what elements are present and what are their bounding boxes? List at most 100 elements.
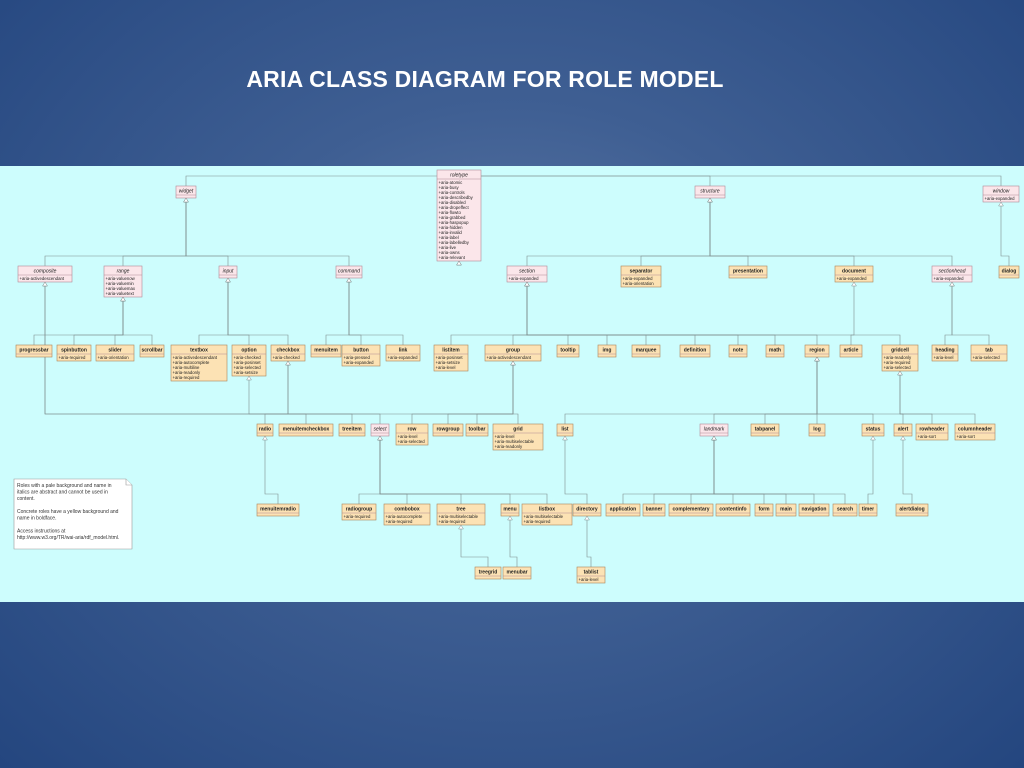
role-attribute: +aria-required	[524, 519, 551, 524]
edge-directory	[564, 439, 588, 504]
role-command: command	[335, 265, 363, 279]
role-name: roletype	[450, 173, 468, 179]
role-attribute: +aria-expanded	[934, 276, 965, 281]
role-roletype: roletype+aria-atomic+aria-busy+aria-cont…	[436, 169, 482, 262]
role-attribute: +aria-expanded	[509, 276, 540, 281]
role-name: region	[809, 348, 824, 354]
role-box	[436, 503, 486, 526]
role-name: directory	[576, 507, 598, 513]
note-line: content.	[17, 496, 35, 502]
role-box	[915, 423, 949, 441]
edge-article	[850, 285, 855, 345]
role-attribute: +aria-hidden	[439, 225, 464, 230]
role-progressbar: progressbar	[15, 344, 53, 358]
role-gridcell: gridcell+aria-readonly+aria-required+ari…	[881, 344, 919, 372]
arrowhead-menuitemcheckbox	[285, 360, 291, 366]
role-article: article	[839, 344, 863, 358]
role-box	[341, 503, 377, 521]
edge-toolbar	[476, 364, 514, 424]
slide-title: ARIA CLASS DIAGRAM FOR ROLE MODEL	[246, 66, 724, 92]
role-dialog: dialog	[998, 265, 1020, 279]
arrowhead-columnheader	[897, 370, 903, 376]
role-name: list	[561, 427, 569, 433]
role-box	[231, 344, 267, 377]
role-attribute: +aria-expanded	[985, 196, 1016, 201]
role-math: math	[765, 344, 785, 358]
edge-radiogroup	[358, 439, 381, 504]
role-rowgroup: rowgroup	[432, 423, 464, 437]
arrowhead-grid	[42, 281, 48, 287]
role-attribute: +aria-grabbed	[439, 215, 466, 220]
role-attribute: +aria-invalid	[439, 230, 463, 235]
edge-complementary	[690, 439, 715, 504]
edge-widget	[185, 175, 460, 264]
role-menu: menu	[500, 503, 520, 517]
role-tab: tab+aria-selected	[970, 344, 1008, 362]
role-name: dialog	[1002, 269, 1017, 275]
role-menuitem: menuitem	[310, 344, 342, 358]
role-name: application	[610, 507, 636, 513]
edge-radio	[264, 364, 289, 424]
arrowhead-checkbox	[225, 277, 231, 283]
arrowhead-treegrid	[458, 524, 464, 530]
edge-range	[122, 201, 187, 266]
role-box	[341, 344, 381, 367]
role-attribute: +aria-selected	[398, 439, 426, 444]
role-attribute: +aria-multiline	[173, 365, 200, 370]
role-box	[395, 423, 429, 446]
edge-menuitemradio	[264, 439, 279, 504]
note-line: Concrete roles have a yellow background …	[17, 509, 119, 515]
role-attribute: +aria-valuetext	[106, 291, 135, 296]
role-grid: grid+aria-level+aria-multiselectable+ari…	[492, 423, 544, 451]
role-box	[931, 265, 973, 283]
role-name: search	[837, 507, 853, 513]
role-name: tree	[456, 507, 465, 513]
role-box	[56, 344, 92, 362]
arrowhead-alertdialog	[900, 435, 906, 441]
edge-treeitem	[248, 379, 353, 424]
role-name: navigation	[801, 507, 826, 513]
role-attribute: +aria-orientation	[98, 355, 130, 360]
class-diagram: roletype+aria-atomic+aria-busy+aria-cont…	[13, 169, 1020, 584]
role-name: heading	[935, 348, 954, 354]
role-toolbar: toolbar	[465, 423, 489, 437]
role-name: radio	[259, 427, 271, 433]
edge-checkbox	[227, 281, 289, 345]
role-attribute: +aria-selected	[884, 365, 912, 370]
role-name: gridcell	[891, 348, 909, 354]
edge-tooltip	[526, 285, 569, 345]
role-attribute: +aria-posinset	[234, 360, 262, 365]
role-status: status	[861, 423, 885, 437]
arrowhead-toolbar	[510, 360, 516, 366]
role-name: math	[769, 348, 781, 354]
arrowhead-listbox	[377, 435, 383, 441]
role-name: log	[813, 427, 821, 433]
arrowhead-link	[346, 277, 352, 283]
role-name: command	[338, 269, 360, 275]
role-box	[433, 344, 469, 372]
role-name: main	[780, 507, 792, 513]
role-attribute: +aria-required	[439, 519, 466, 524]
role-attribute: +aria-required	[173, 375, 200, 380]
role-attribute: +aria-readonly	[495, 444, 523, 449]
role-box	[881, 344, 919, 372]
role-structure: structure	[694, 185, 726, 199]
edge-link	[348, 281, 404, 345]
inheritance-edges	[33, 175, 1010, 567]
role-checkbox: checkbox+aria-checked	[270, 344, 306, 362]
role-name: rowheader	[919, 427, 944, 433]
edge-treegrid	[460, 528, 489, 567]
role-tooltip: tooltip	[556, 344, 580, 358]
edge-listitem	[450, 285, 528, 345]
role-attribute: +aria-autocomplete	[386, 514, 424, 519]
role-name: structure	[700, 189, 720, 195]
role-attribute: +aria-multiselectable	[439, 514, 479, 519]
role-name: note	[733, 348, 744, 354]
role-radiogroup: radiogroup+aria-required	[341, 503, 377, 521]
role-attribute: +aria-level	[934, 355, 954, 360]
role-attribute: +aria-checked	[273, 355, 301, 360]
role-name: toolbar	[469, 427, 486, 433]
role-attribute: +aria-orientation	[623, 281, 655, 286]
role-box	[170, 344, 228, 382]
role-name: listitem	[442, 348, 460, 354]
